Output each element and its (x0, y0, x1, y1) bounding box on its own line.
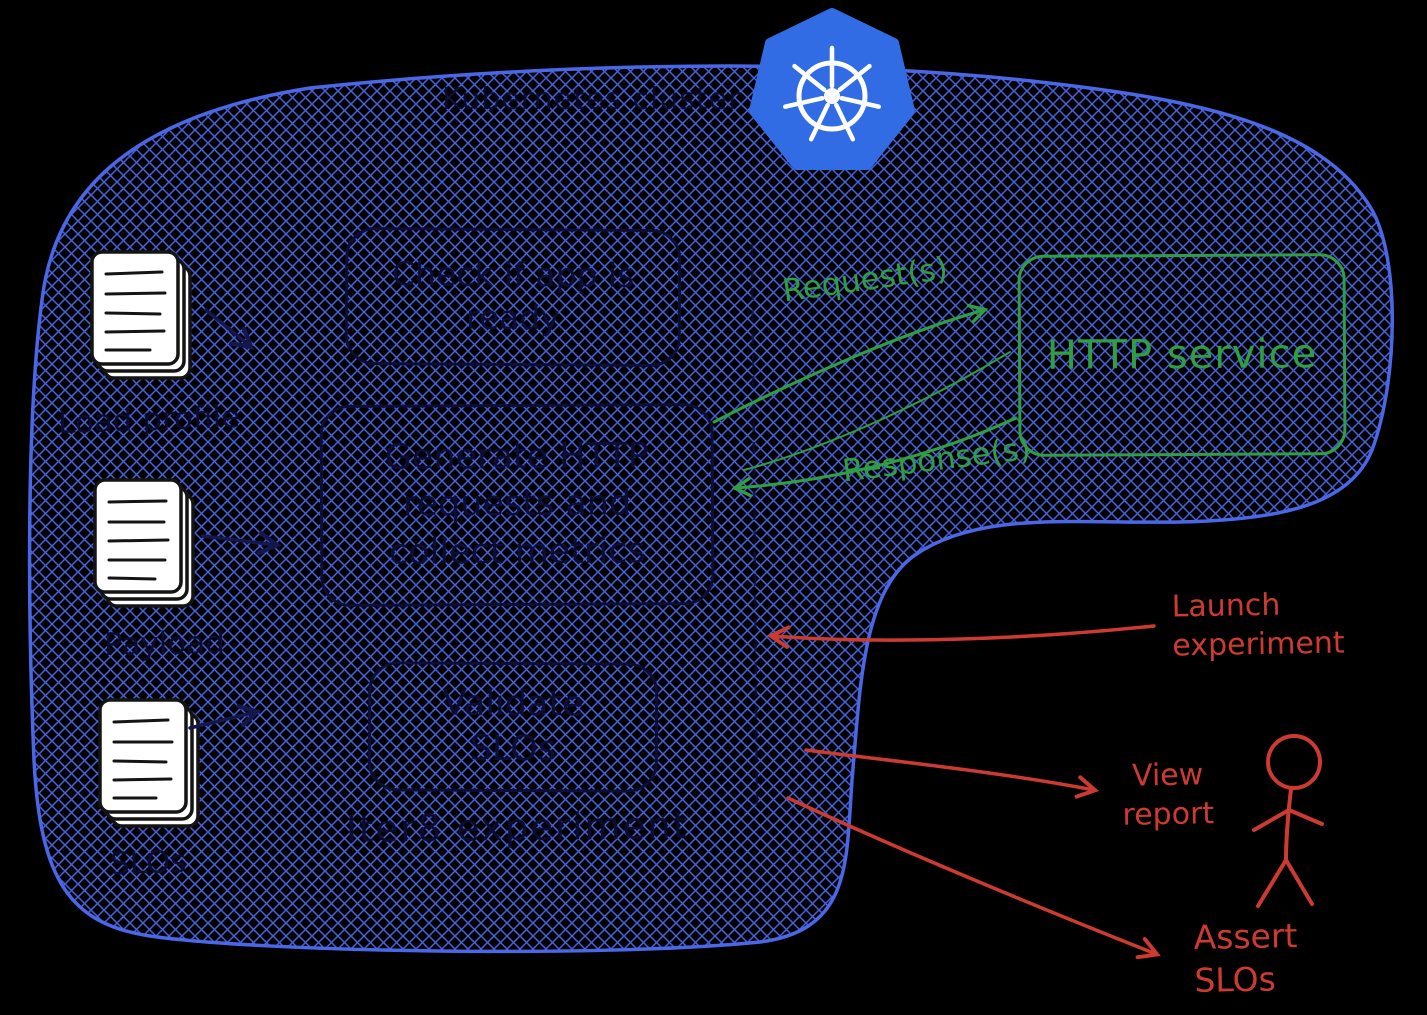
response-arrow (731, 416, 1018, 498)
cluster-title: Kubernetes cluster (442, 82, 742, 117)
person-icon (1252, 734, 1324, 908)
validate-slos-text-line2: SLOs (469, 728, 557, 770)
validate-slos-box: Validate SLOs (367, 661, 659, 793)
view-report-arrow (804, 748, 1100, 799)
assert-slos-label-line2: SLOs (1194, 959, 1277, 1000)
document-icon-slos (98, 698, 200, 828)
assert-slos-label: Assert SLOs (1193, 915, 1298, 1003)
http-service-box: HTTP service (1017, 253, 1347, 457)
dashed-divider (750, 243, 759, 813)
assert-slos-label-line1: Assert (1193, 916, 1298, 957)
response-arrow-sketch-line (743, 351, 1011, 471)
assert-slos-arrow (786, 796, 1161, 960)
launch-experiment-label-line1: Launch (1171, 587, 1281, 625)
document-icon-payload (93, 478, 195, 608)
document-icon-load-profile (90, 250, 192, 380)
validate-slos-text-line1: Validate (442, 683, 584, 724)
kubernetes-icon (749, 8, 915, 170)
doc-label-load-profile: Load profile (57, 398, 241, 442)
arrow-payload (201, 531, 282, 555)
doc-label-payload: Payload (103, 624, 226, 664)
check-app-ready-text: Check if app is ready (391, 254, 635, 338)
doc-label-slos: SLOs (109, 843, 188, 883)
arrow-slos (188, 704, 262, 730)
launch-experiment-label: Launch experiment (1171, 585, 1345, 666)
request-arrow (712, 303, 989, 424)
generate-requests-text: Generate HTTP requests and collect metri… (384, 436, 649, 573)
http-service-label: HTTP service (1046, 331, 1318, 379)
check-app-ready-box: Check if app is ready (344, 226, 682, 368)
generate-requests-box: Generate HTTP requests and collect metri… (319, 402, 715, 608)
iter8-experiment-label: Iter8 experiment (345, 804, 690, 851)
kubernetes-cluster-blob (27, 64, 1394, 954)
view-report-label-line2: report (1122, 796, 1215, 833)
view-report-label-line1: View (1131, 757, 1204, 794)
launch-experiment-label-line2: experiment (1172, 625, 1345, 664)
arrow-load-profile (204, 308, 255, 350)
view-report-label: View report (1117, 755, 1218, 835)
launch-experiment-arrow (766, 624, 1156, 649)
